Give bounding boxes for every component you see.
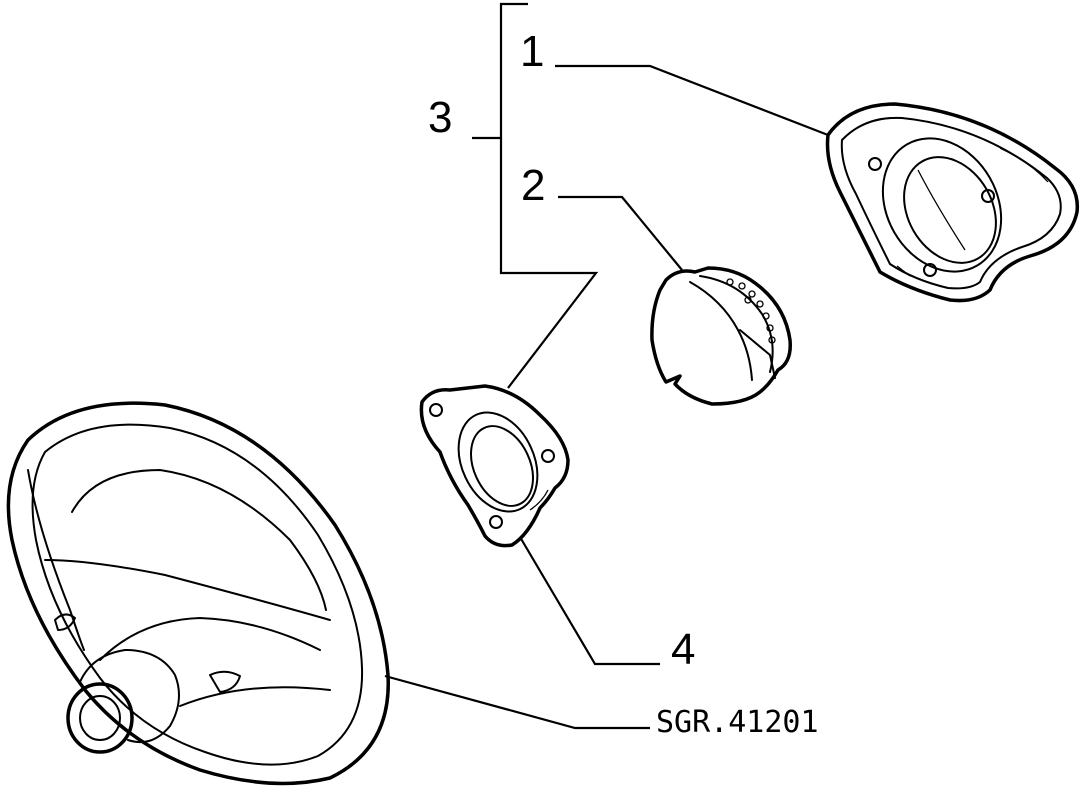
leader-1 <box>555 64 829 137</box>
steering-wheel <box>6 401 390 786</box>
leader-2 <box>558 195 683 271</box>
callout-1: 1 <box>520 27 544 76</box>
callout-3: 3 <box>428 93 452 142</box>
leader-wheel <box>384 674 650 730</box>
bracket-3 <box>499 2 599 389</box>
part-4-hub-adapter <box>419 384 570 548</box>
leader-4 <box>519 536 660 666</box>
drawing-code: SGR.41201 <box>656 705 819 740</box>
part-2-clock-spring <box>650 266 792 406</box>
leader-lines <box>384 2 829 730</box>
callout-2: 2 <box>521 161 545 210</box>
part-1-airbag-cover <box>825 102 1080 303</box>
callout-4: 4 <box>671 625 695 674</box>
